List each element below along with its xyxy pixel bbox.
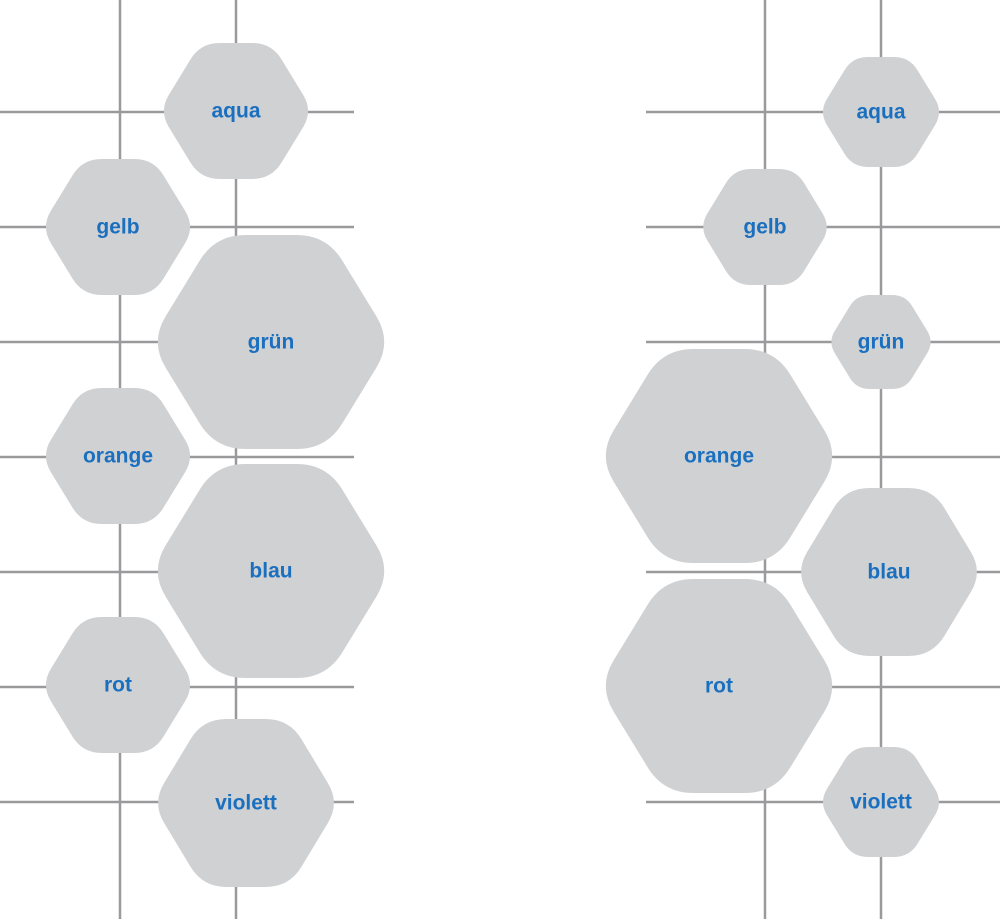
hexagon-layer: aqua gelb grün orange blau rot violett aqua gelb… [45, 43, 977, 887]
hexagon-orange: orange [45, 388, 191, 524]
hexagon-gruen: grün [831, 295, 931, 389]
hexagon-shape [703, 169, 827, 285]
hexagon-shape [823, 57, 939, 167]
hexagon-violett: violett [158, 719, 334, 887]
hexagon-shape [605, 579, 833, 793]
hexagon-label: grün [858, 331, 905, 354]
hexagon-aqua: aqua [163, 43, 309, 179]
hexagon-aqua: aqua [823, 57, 939, 167]
hexagon-orange: orange [605, 349, 833, 563]
hexagon-gelb: gelb [703, 169, 827, 285]
hexagon-shape [831, 295, 931, 389]
hexagon-label: rot [104, 674, 132, 697]
hexagon-rot: rot [605, 579, 833, 793]
hexagon-shape [823, 747, 939, 857]
hexagon-label: violett [850, 791, 912, 814]
hexagon-gruen: grün [157, 235, 385, 449]
hexagon-label: rot [705, 675, 733, 698]
hexagon-shape [801, 488, 977, 656]
hexagon-label: violett [215, 792, 277, 815]
hexagon-label: blau [867, 561, 910, 584]
hexagon-label: orange [684, 445, 754, 468]
hexagon-label: orange [83, 445, 153, 468]
hexagon-label: gelb [743, 216, 786, 239]
hexagon-label: grün [248, 331, 295, 354]
hexagon-shape [158, 719, 334, 887]
hexagon-blau: blau [157, 464, 385, 678]
hexagon-shape [45, 159, 191, 295]
hexagon-blau: blau [801, 488, 977, 656]
hexagon-violett: violett [823, 747, 939, 857]
hexagon-shape [157, 464, 385, 678]
hexagon-shape [45, 617, 191, 753]
hexagon-shape [157, 235, 385, 449]
hexagon-label: aqua [856, 101, 905, 124]
hexagon-gelb: gelb [45, 159, 191, 295]
hexagon-label: aqua [211, 100, 260, 123]
hexagon-label: gelb [96, 216, 139, 239]
hexagon-label: blau [249, 560, 292, 583]
hexagon-rot: rot [45, 617, 191, 753]
hexagon-shape [45, 388, 191, 524]
hexagon-shape [605, 349, 833, 563]
hexagon-shape [163, 43, 309, 179]
